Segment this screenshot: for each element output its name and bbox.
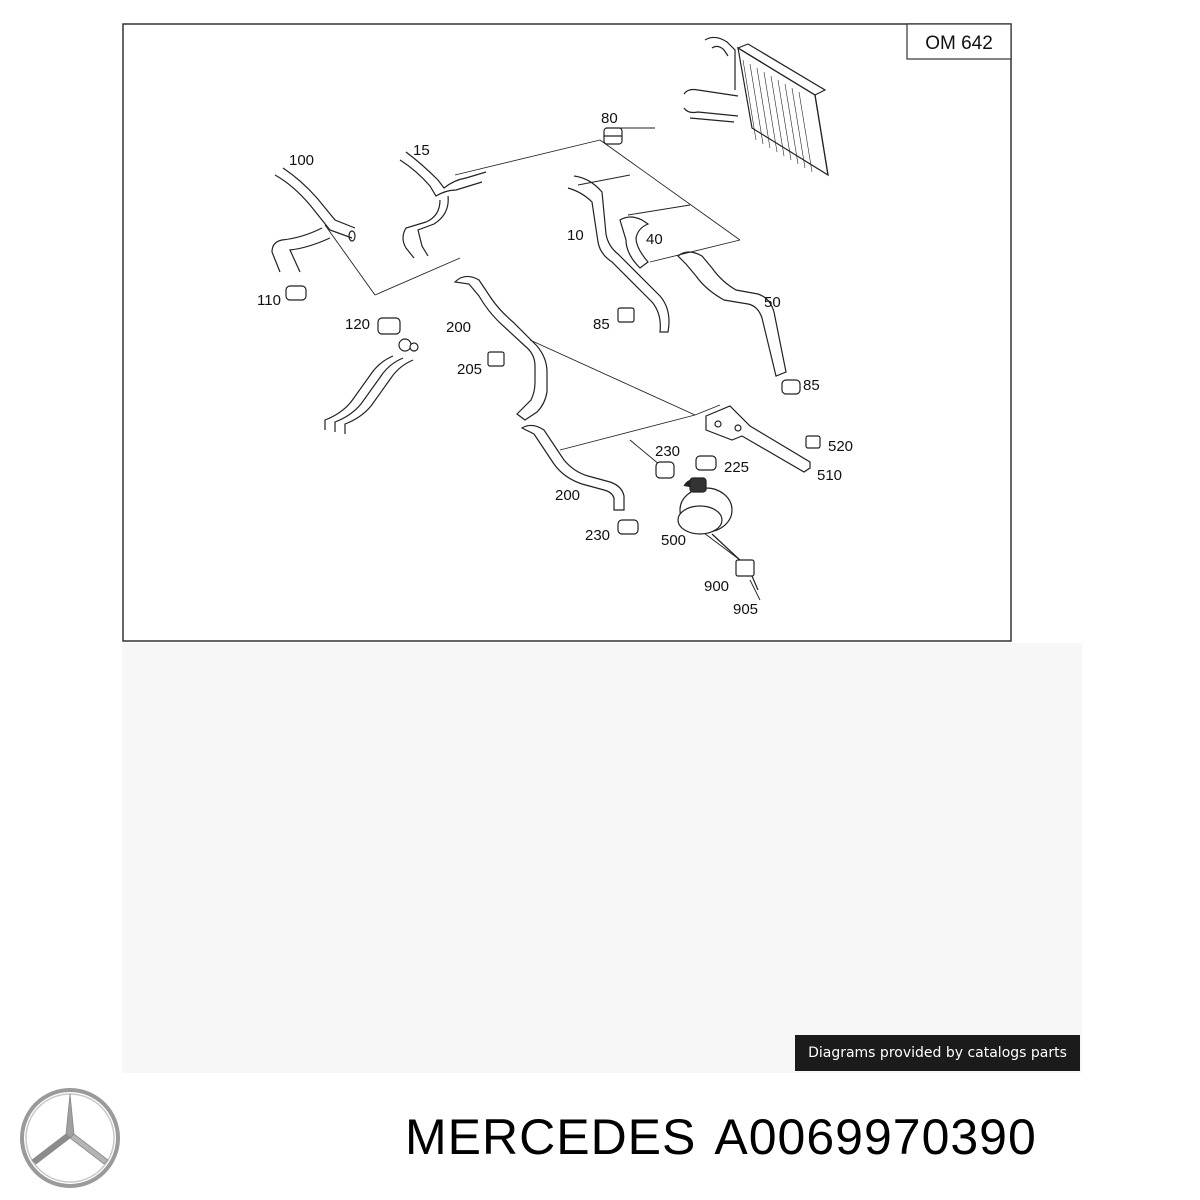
heater-core: [683, 36, 829, 177]
parts-diagram: OM 642: [122, 23, 1012, 642]
brand-name: MERCEDES: [405, 1109, 697, 1165]
part-label-520: 520: [828, 438, 853, 455]
part-number: A0069970390: [714, 1109, 1037, 1165]
part-label-230-upper: 230: [655, 443, 680, 460]
part-label-200-upper: 200: [446, 319, 471, 336]
part-label-200-lower: 200: [555, 487, 580, 504]
part-label-905: 905: [733, 601, 758, 618]
footer-title: MERCEDES A0069970390: [405, 1108, 1037, 1166]
part-label-230-lower: 230: [585, 527, 610, 544]
credit-badge: Diagrams provided by catalogs parts: [795, 1035, 1080, 1071]
part-label-85-upper: 85: [593, 316, 610, 333]
part-label-80: 80: [601, 110, 618, 127]
parts-diagram-svg: OM 642: [122, 23, 1012, 642]
part-label-900: 900: [704, 578, 729, 595]
background-panel: [122, 643, 1082, 1073]
part-label-120: 120: [345, 316, 370, 333]
part-label-500: 500: [661, 532, 686, 549]
part-label-205: 205: [457, 361, 482, 378]
part-label-40: 40: [646, 231, 663, 248]
part-label-110: 110: [257, 292, 281, 309]
diagram-frame: [122, 23, 1012, 642]
leader-lines: [324, 127, 761, 601]
part-label-225: 225: [724, 459, 749, 476]
clamps: [285, 127, 821, 535]
part-label-10: 10: [567, 227, 584, 244]
engine-code-box: [906, 23, 1012, 60]
hoses: [271, 151, 787, 511]
part-label-85-lower: 85: [803, 377, 820, 394]
water-pump: [677, 477, 759, 591]
part-label-100: 100: [289, 152, 314, 169]
mercedes-star-logo-icon: [20, 1088, 120, 1188]
engine-code-label: OM 642: [925, 33, 993, 54]
part-label-510: 510: [817, 467, 842, 484]
part-label-15: 15: [413, 142, 430, 159]
part-label-50: 50: [764, 294, 781, 311]
part-labels: 100 15 80 10 40 50 110 120 200 205 85 85…: [257, 110, 853, 618]
bracket: [705, 405, 811, 473]
